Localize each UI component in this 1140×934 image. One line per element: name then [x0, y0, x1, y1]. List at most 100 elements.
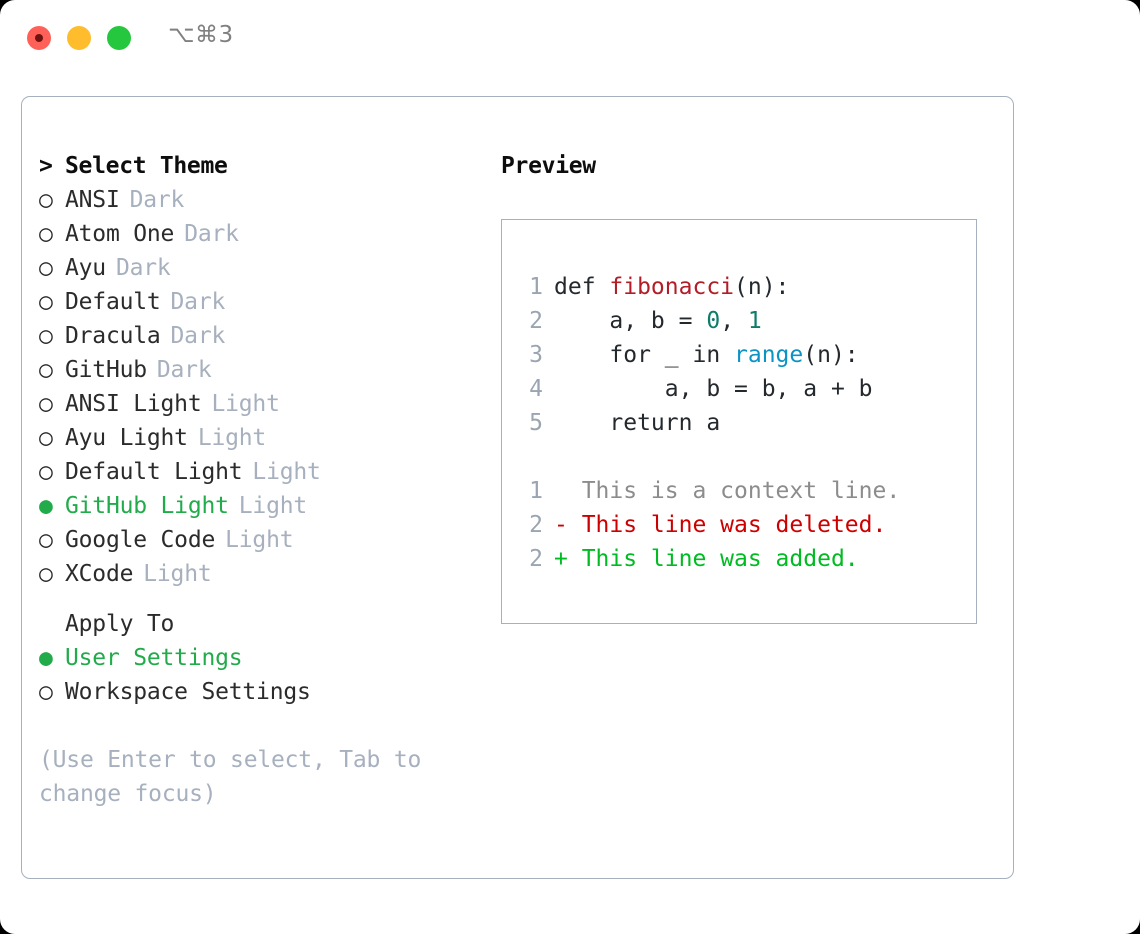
close-button[interactable]: [27, 26, 51, 50]
code-token: fibonacci: [609, 274, 735, 300]
keyboard-shortcut-label: ⌥⌘3: [168, 22, 234, 48]
theme-variant-badge: Light: [143, 561, 212, 587]
code-token: (n):: [803, 342, 859, 368]
theme-list-item[interactable]: ○ ANSI Light Light: [39, 387, 479, 421]
line-number: 1: [529, 274, 543, 300]
apply-to-option[interactable]: ○ Workspace Settings: [39, 675, 479, 709]
radio-unselected-icon: ○: [39, 391, 53, 417]
line-number: 5: [529, 410, 543, 436]
code-line: 4 a, b = b, a + b: [521, 372, 900, 406]
radio-unselected-icon: ○: [39, 187, 53, 213]
caret-icon: >: [39, 153, 53, 179]
code-line: 5 return a: [521, 406, 900, 440]
radio-unselected-icon: ○: [39, 357, 53, 383]
code-token: (n):: [734, 274, 790, 300]
theme-name: GitHub: [65, 357, 147, 383]
theme-variant-badge: Light: [225, 527, 294, 553]
theme-variant-badge: Light: [238, 493, 308, 519]
theme-name: GitHub Light: [65, 493, 229, 519]
code-token: 0: [706, 308, 721, 334]
line-number: 2: [529, 308, 543, 334]
diff-text: - This line was deleted.: [554, 512, 887, 538]
code-token: for _ in: [554, 342, 735, 368]
theme-name: ANSI Light: [65, 391, 202, 417]
code-token: def: [554, 274, 610, 300]
theme-variant-badge: Dark: [129, 187, 185, 213]
code-line: 3 for _ in range(n):: [521, 338, 900, 372]
code-token: a, b = b, a + b: [554, 376, 873, 402]
theme-variant-badge: Dark: [170, 323, 226, 349]
keyboard-hint-text: (Use Enter to select, Tab to change focu…: [39, 747, 422, 807]
code-token: a, b =: [554, 308, 707, 334]
preview-title: Preview: [501, 153, 596, 179]
theme-variant-badge: Dark: [170, 289, 226, 315]
select-theme-heading: > Select Theme: [39, 149, 479, 183]
theme-list-item[interactable]: ○ ANSI Dark: [39, 183, 479, 217]
theme-variant-badge: Light: [252, 459, 321, 485]
diff-text: + This line was added.: [554, 546, 859, 572]
radio-selected-icon: ●: [39, 493, 53, 519]
window-controls: [27, 26, 131, 50]
theme-list-item[interactable]: ○ Ayu Light Light: [39, 421, 479, 455]
diff-line: 2 + This line was added.: [521, 542, 900, 576]
code-line: 2 a, b = 0, 1: [521, 304, 900, 338]
theme-list-item[interactable]: ○ XCode Light: [39, 557, 479, 591]
theme-list-item[interactable]: ○ GitHub Dark: [39, 353, 479, 387]
code-token: 1: [747, 308, 762, 334]
apply-to-option-label: Workspace Settings: [65, 679, 311, 705]
radio-selected-icon: ●: [39, 645, 53, 671]
apply-to-heading: Apply To: [39, 607, 479, 641]
theme-list-item[interactable]: ○ Google Code Light: [39, 523, 479, 557]
code-blank-line: [521, 440, 900, 474]
radio-unselected-icon: ○: [39, 527, 53, 553]
theme-name: ANSI: [65, 187, 120, 213]
title-bar: ⌥⌘3: [0, 0, 1140, 76]
radio-unselected-icon: ○: [39, 679, 53, 705]
theme-variant-badge: Light: [197, 425, 267, 451]
line-number: 4: [529, 376, 543, 402]
theme-name: Default: [65, 289, 161, 315]
theme-name: Atom One: [65, 221, 175, 247]
line-number: 2: [529, 546, 543, 572]
theme-name: Ayu Light: [65, 425, 188, 451]
diff-text: This is a context line.: [554, 478, 901, 504]
radio-unselected-icon: ○: [39, 425, 53, 451]
zoom-button[interactable]: [107, 26, 131, 50]
apply-to-option[interactable]: ● User Settings: [39, 641, 479, 675]
select-theme-heading-label: Select Theme: [65, 153, 228, 179]
code-token: range: [734, 342, 804, 368]
code-token: return a: [554, 410, 721, 436]
theme-name: Ayu: [65, 255, 106, 281]
line-number: 2: [529, 512, 543, 538]
minimize-button[interactable]: [67, 26, 91, 50]
line-number: 3: [529, 342, 543, 368]
theme-variant-badge: Dark: [115, 255, 171, 281]
apply-to-section: Apply To ● User Settings ○ Workspace Settin…: [39, 607, 479, 709]
apply-to-heading-label: Apply To: [65, 611, 175, 637]
apply-to-option-label: User Settings: [65, 645, 243, 671]
theme-name: Google Code: [65, 527, 216, 553]
theme-name: Dracula: [65, 323, 161, 349]
theme-list-item[interactable]: ○ Ayu Dark: [39, 251, 479, 285]
code-line: 1 def fibonacci(n):: [521, 270, 900, 304]
theme-list-item[interactable]: ○ Default Dark: [39, 285, 479, 319]
radio-unselected-icon: ○: [39, 459, 53, 485]
radio-unselected-icon: ○: [39, 561, 53, 587]
radio-unselected-icon: ○: [39, 255, 53, 281]
line-number: 1: [529, 478, 543, 504]
theme-name: XCode: [65, 561, 134, 587]
theme-variant-badge: Dark: [156, 357, 212, 383]
radio-unselected-icon: ○: [39, 289, 53, 315]
theme-list-item[interactable]: ● GitHub Light Light: [39, 489, 479, 523]
diff-line: 1 This is a context line.: [521, 474, 900, 508]
apply-to-options: ● User Settings ○ Workspace Settings: [39, 641, 479, 709]
theme-variant-badge: Light: [211, 391, 280, 417]
